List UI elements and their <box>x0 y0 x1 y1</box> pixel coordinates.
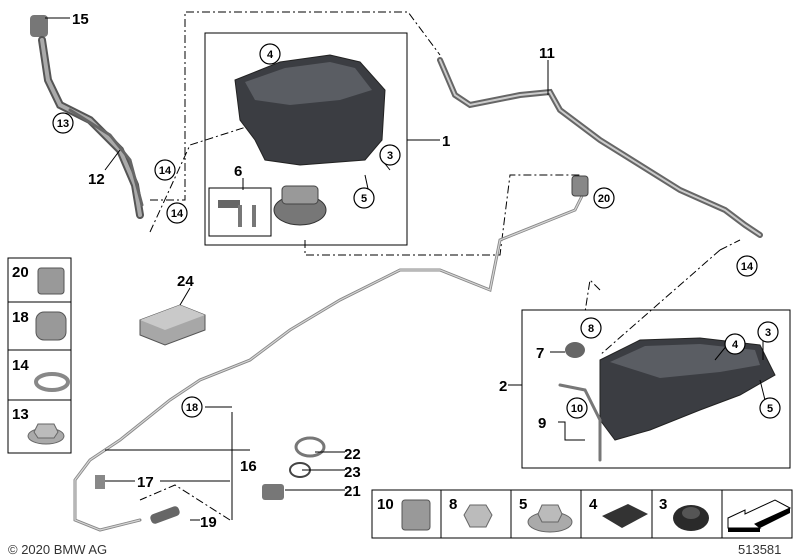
callout-12: 12 <box>88 171 105 188</box>
direction-arrow-icon <box>727 499 792 532</box>
circled-callouts: 4 13 14 14 3 5 20 14 8 4 3 5 10 18 <box>52 43 781 419</box>
legend-number: 8 <box>449 496 457 513</box>
control-unit <box>139 304 206 346</box>
callout-3: 3 <box>387 150 393 162</box>
clip-holder-icon <box>37 267 65 295</box>
legend-number: 10 <box>377 496 394 513</box>
tank-group-box-2 <box>521 309 791 469</box>
legend-number: 5 <box>519 496 527 513</box>
tank-group-box <box>204 32 408 246</box>
callout-4: 4 <box>267 49 274 61</box>
fuel-feed-line <box>73 175 589 532</box>
callout-1: 1 <box>442 133 450 150</box>
callout-22: 22 <box>344 446 361 463</box>
callout-18: 18 <box>186 402 198 414</box>
callout-13: 13 <box>57 118 69 130</box>
callout-14: 14 <box>159 165 172 177</box>
collar-nut-icon <box>27 423 65 445</box>
callout-15: 15 <box>72 11 89 28</box>
callout-24: 24 <box>177 273 194 290</box>
callout-14: 14 <box>171 208 184 220</box>
clip-icon <box>35 311 67 341</box>
legend-number: 13 <box>12 406 29 423</box>
callout-21: 21 <box>344 483 361 500</box>
callout-10: 10 <box>571 403 583 415</box>
callout-6: 6 <box>234 163 242 180</box>
collar-nut-icon <box>527 504 573 533</box>
leader-lines <box>45 17 766 521</box>
callout-4: 4 <box>732 339 739 351</box>
callout-16: 16 <box>240 458 257 475</box>
callout-labels: 15 11 1 12 6 24 2 7 9 16 17 22 23 21 19 <box>72 11 555 531</box>
hex-nut-icon <box>463 504 493 528</box>
legend-number: 20 <box>12 264 29 281</box>
copyright: © 2020 BMW AG <box>8 542 107 557</box>
pad-icon <box>602 504 648 528</box>
filler-pipe <box>30 15 144 219</box>
hose-clamp-icon <box>34 372 70 392</box>
bottom-legend: 10 8 5 4 3 <box>371 489 793 539</box>
callout-17: 17 <box>137 474 154 491</box>
callout-11: 11 <box>539 45 555 62</box>
callout-14: 14 <box>741 261 754 273</box>
fuel-level-sensor <box>218 185 327 227</box>
callout-20: 20 <box>598 193 610 205</box>
legend-number: 4 <box>589 496 598 513</box>
callout-3: 3 <box>765 327 771 339</box>
callout-23: 23 <box>344 464 361 481</box>
fuel-tank-upper <box>234 54 386 166</box>
callout-7: 7 <box>536 345 544 362</box>
legend-number: 18 <box>12 309 29 326</box>
assembly-lines <box>139 11 741 521</box>
clip-icon <box>401 499 431 531</box>
vent-line <box>437 57 763 238</box>
sensor-box <box>208 187 272 237</box>
callout-2: 2 <box>499 378 507 395</box>
callout-8: 8 <box>588 323 594 335</box>
callout-19: 19 <box>200 514 217 531</box>
left-legend: 20 18 14 13 <box>7 257 72 454</box>
diagram-number: 513581 <box>738 542 781 557</box>
fuel-tank-lower <box>558 337 776 462</box>
legend-number: 14 <box>12 357 29 374</box>
callout-9: 9 <box>538 415 546 432</box>
legend-number: 3 <box>659 496 667 513</box>
callout-5: 5 <box>361 193 367 205</box>
grommet-icon <box>673 505 709 531</box>
callout-5: 5 <box>767 403 773 415</box>
